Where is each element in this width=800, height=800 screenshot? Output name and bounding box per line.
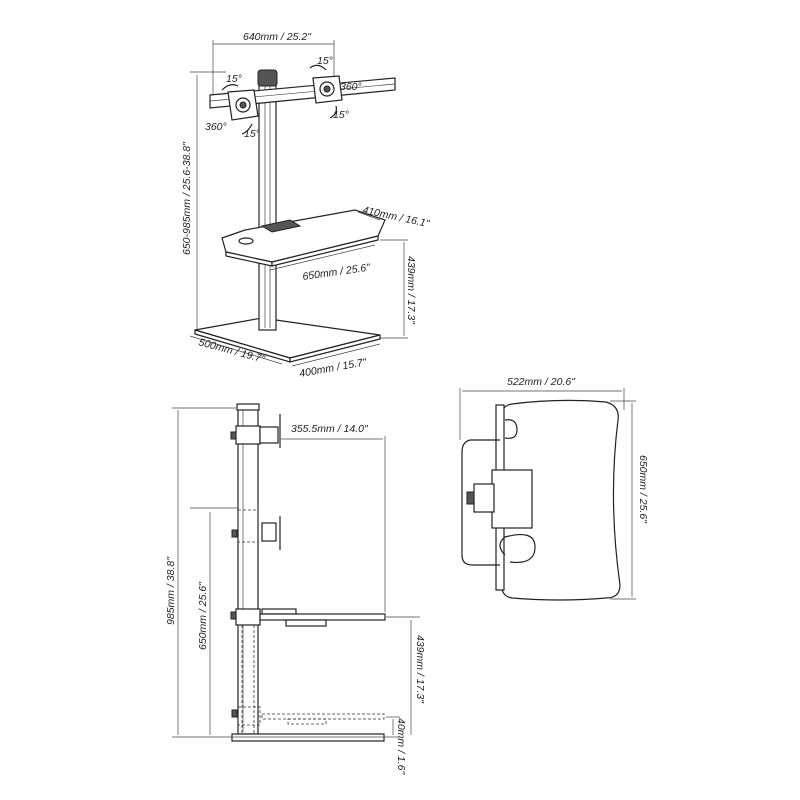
column-top — [491, 469, 533, 529]
rotation-arrow-icon — [309, 64, 327, 71]
clamp-knob — [230, 431, 237, 440]
depth-dimension-line — [357, 211, 381, 221]
isometric-view: 640mm / 25.2" 650-985mm / 25.6-38.8" 15°… — [181, 31, 432, 380]
desk-width-label: 650mm / 25.6" — [302, 261, 372, 283]
base-depth-label: 400mm / 15.7" — [298, 356, 368, 380]
clamp-knob — [231, 529, 238, 538]
desk-bracket — [261, 608, 297, 615]
clamp-knob — [231, 709, 238, 718]
desk-width-dimension-line — [269, 244, 376, 271]
clamp-knob — [466, 491, 475, 505]
side-view: 985mm / 38.8" 650mm / 25.6" 355.5mm / 14… — [165, 403, 426, 776]
column-cap — [236, 403, 260, 411]
cable-loop — [461, 439, 500, 566]
tilt-label-bottom-left: 15° — [244, 128, 260, 140]
base-depth-dimension-line — [291, 343, 381, 367]
tilt-label-bottom-right: 15° — [333, 109, 349, 121]
desk-height-label: 439mm / 17.3" — [405, 256, 417, 325]
desk-clamp — [260, 219, 302, 233]
desk-height-label: 439mm / 17.3" — [414, 635, 426, 704]
column-clamp — [473, 483, 495, 513]
min-desk-height-label: 40mm / 1.6" — [395, 718, 407, 776]
monitor-mount-top — [504, 419, 518, 439]
top-view: 522mm / 20.6" 650mm / 25.6" — [459, 376, 649, 601]
cable-hole — [238, 237, 254, 245]
column — [237, 405, 259, 735]
column-cap — [257, 69, 278, 87]
desk-support — [285, 619, 327, 627]
rotation-arrow-icon — [241, 123, 253, 135]
top-width-label: 522mm / 20.6" — [507, 376, 576, 388]
base-plate-edge — [289, 334, 381, 363]
arm-clamp-lowered — [237, 509, 259, 543]
desk-clamp-lowered — [237, 706, 261, 726]
rotate-label-left: 360° — [205, 121, 227, 133]
rotation-arrow-icon — [221, 84, 239, 91]
desk-clamp — [235, 608, 261, 626]
width-label: 640mm / 25.2" — [243, 31, 312, 43]
base-width-dimension-line — [189, 335, 283, 365]
min-height-label: 650mm / 25.6" — [197, 581, 209, 650]
desk-support-lowered — [287, 718, 327, 725]
desk-surface — [259, 613, 386, 621]
vesa-plate-right — [312, 75, 343, 104]
column — [258, 77, 277, 331]
rotation-arrow-icon — [329, 105, 337, 119]
max-height-label: 985mm / 38.8" — [165, 556, 177, 625]
desk-lowered — [261, 713, 385, 720]
desk-edge — [271, 235, 379, 267]
arm-clamp-top — [235, 425, 261, 445]
clamp-knob — [230, 611, 237, 620]
monitor-mount-bottom — [499, 534, 536, 564]
arm-joint-lowered — [261, 522, 277, 542]
rotate-label-right: 360° — [340, 81, 362, 93]
arm-reach-label: 355.5mm / 14.0" — [291, 423, 369, 435]
base-plate — [231, 733, 385, 742]
arm-joint — [259, 426, 279, 444]
tilt-label-top-right: 15° — [317, 55, 333, 67]
height-range-label: 650-985mm / 25.6-38.8" — [181, 141, 193, 255]
vesa-plate-left — [227, 89, 259, 121]
tilt-label-top-left: 15° — [226, 73, 242, 85]
top-depth-label: 650mm / 25.6" — [637, 455, 649, 524]
